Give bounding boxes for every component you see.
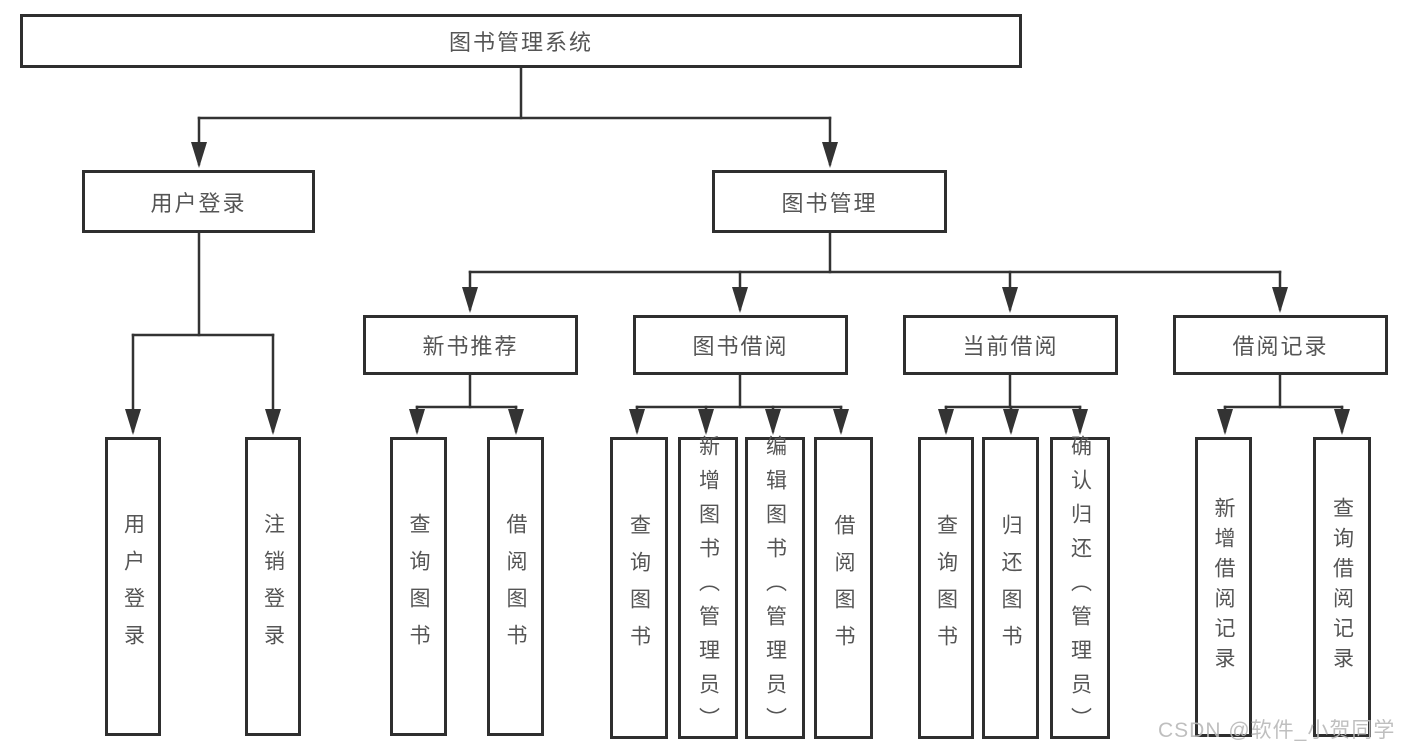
leaf-query-books-borrow: 查询图书: [610, 437, 668, 739]
leaf-query-books-recommend: 查询图书: [390, 437, 447, 736]
leaf-return-books-label: 归还图书: [999, 514, 1022, 662]
node-book-system: 图书管理系统: [20, 14, 1022, 68]
leaf-query-borrow-record: 查询借阅记录: [1313, 437, 1371, 737]
leaf-confirm-return-admin-label: 确认归还（管理员）: [1068, 435, 1092, 741]
leaf-add-borrow-record-label: 新增借阅记录: [1212, 497, 1235, 677]
leaf-user-login: 用户登录: [105, 437, 161, 736]
leaf-logout: 注销登录: [245, 437, 301, 736]
leaf-borrow-books-recommend-label: 借阅图书: [504, 512, 527, 661]
node-user-login-label: 用户登录: [150, 190, 247, 216]
node-current-borrowing: 当前借阅: [903, 315, 1118, 375]
leaf-add-book-admin: 新增图书（管理员）: [678, 435, 738, 741]
leaf-borrow-books-recommend: 借阅图书: [487, 437, 544, 736]
node-book-management: 图书管理: [712, 170, 947, 233]
node-borrowing-records: 借阅记录: [1173, 315, 1388, 375]
node-new-book-recommend-label: 新书推荐: [422, 334, 519, 359]
leaf-query-books-current: 查询图书: [918, 437, 974, 739]
leaf-query-books-current-label: 查询图书: [934, 514, 958, 662]
node-user-login: 用户登录: [82, 170, 315, 233]
leaf-add-book-admin-label: 新增图书（管理员）: [696, 435, 720, 741]
node-current-borrowing-label: 当前借阅: [962, 334, 1059, 359]
leaf-borrow-books-borrow: 借阅图书: [814, 437, 873, 739]
csdn-watermark: CSDN @软件_小贺同学: [1158, 719, 1396, 742]
node-book-borrowing-label: 图书借阅: [692, 334, 789, 359]
leaf-query-borrow-record-label: 查询借阅记录: [1330, 497, 1354, 677]
leaf-user-login-label: 用户登录: [121, 512, 145, 661]
leaf-edit-book-admin-label: 编辑图书（管理员）: [763, 435, 787, 741]
leaf-add-borrow-record: 新增借阅记录: [1195, 437, 1252, 737]
node-book-management-label: 图书管理: [781, 190, 878, 216]
leaf-edit-book-admin: 编辑图书（管理员）: [745, 435, 805, 741]
leaf-query-books-borrow-label: 查询图书: [627, 514, 651, 662]
node-book-borrowing: 图书借阅: [633, 315, 848, 375]
leaf-query-books-recommend-label: 查询图书: [407, 512, 430, 661]
leaf-borrow-books-borrow-label: 借阅图书: [832, 514, 855, 662]
node-borrowing-records-label: 借阅记录: [1232, 334, 1329, 359]
node-new-book-recommend: 新书推荐: [363, 315, 578, 375]
leaf-confirm-return-admin: 确认归还（管理员）: [1050, 435, 1110, 741]
leaf-return-books: 归还图书: [982, 437, 1039, 739]
leaf-logout-label: 注销登录: [261, 512, 285, 661]
node-book-system-label: 图书管理系统: [448, 30, 593, 55]
